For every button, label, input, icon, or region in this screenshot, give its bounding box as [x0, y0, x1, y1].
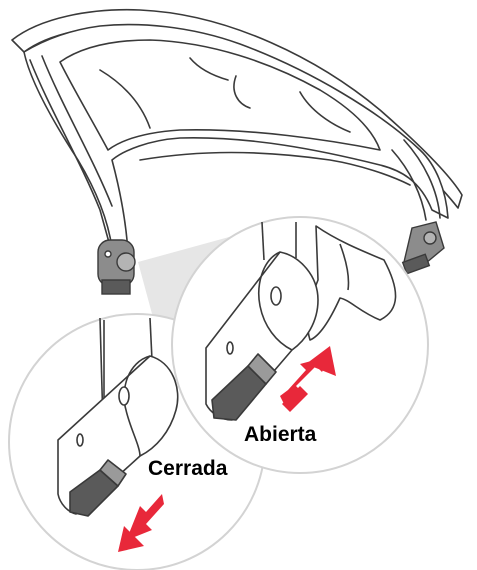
- label-open: Abierta: [244, 423, 317, 446]
- label-closed: Cerrada: [148, 457, 228, 480]
- canopy-illustration: [12, 10, 462, 252]
- right-hinge: [403, 222, 444, 274]
- left-hinge: [98, 240, 135, 294]
